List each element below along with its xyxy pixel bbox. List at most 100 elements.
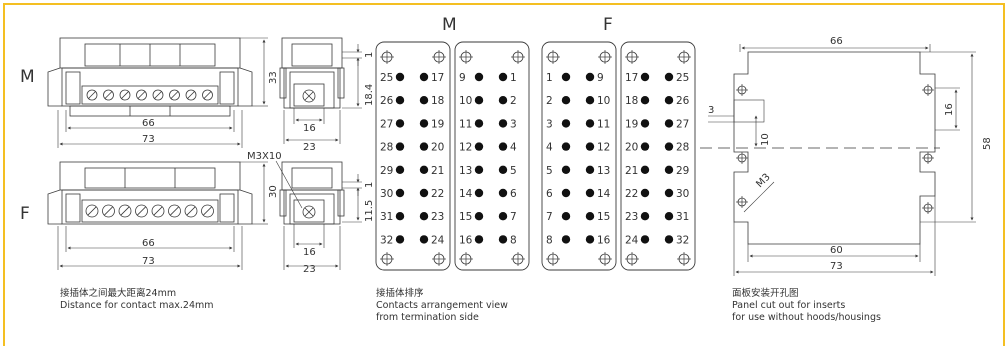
caption-contact-distance-cn: 接插体之间最大距离24mm xyxy=(60,288,177,299)
contact-number: 16 xyxy=(597,234,611,246)
contact-pin xyxy=(498,188,508,198)
panel-dim-16: 16 xyxy=(944,103,955,116)
contact-pin xyxy=(640,188,650,198)
screw-terminal-icon xyxy=(103,89,114,101)
contact-pin xyxy=(474,72,484,82)
screw-terminal-icon xyxy=(135,204,148,218)
contact-number: 5 xyxy=(546,165,553,177)
caption-panel-cutout-en2: for use without hoods/housings xyxy=(732,312,881,323)
contact-pin xyxy=(561,165,571,174)
dim-m-33: 33 xyxy=(268,71,279,84)
contact-number: 14 xyxy=(597,188,611,200)
contact-number: 32 xyxy=(380,234,393,246)
contact-pin xyxy=(664,188,674,198)
screw-terminal-icon xyxy=(118,204,132,218)
caption-contact-arrangement-en2: from termination side xyxy=(376,312,479,323)
contact-number: 14 xyxy=(459,188,473,200)
caption-panel-cutout: 面板安装开孔图 Panel cut out for inserts for us… xyxy=(732,288,881,324)
contact-pin xyxy=(561,188,571,198)
connector-f-screws xyxy=(85,204,214,218)
contact-number: 7 xyxy=(546,211,553,223)
contact-pin xyxy=(498,212,508,221)
contact-pin xyxy=(585,235,595,244)
contact-pin xyxy=(585,165,595,174)
contact-pin xyxy=(664,212,674,221)
contact-pin xyxy=(474,235,484,244)
screw-terminal-icon xyxy=(168,204,181,218)
contact-pin xyxy=(498,165,508,174)
screw-spec-label: M3X10 xyxy=(247,151,282,162)
panel-dim-60: 60 xyxy=(830,245,843,256)
panel-dim-3: 3 xyxy=(708,105,714,116)
contact-pin xyxy=(585,142,595,151)
contact-number: 10 xyxy=(459,95,472,107)
contact-pin xyxy=(395,96,405,105)
connector-m-screws xyxy=(86,89,213,101)
contact-number: 9 xyxy=(597,72,604,84)
panel-dims xyxy=(708,44,976,276)
contact-number: 32 xyxy=(676,234,689,246)
contact-pin xyxy=(640,142,650,151)
connector-f-front xyxy=(47,161,253,225)
contact-number: 20 xyxy=(431,142,444,154)
contact-pin xyxy=(664,142,674,151)
contact-number: 30 xyxy=(676,188,689,200)
screw-terminal-icon xyxy=(184,204,198,218)
contact-pin xyxy=(585,72,595,82)
contact-number: 29 xyxy=(380,165,393,177)
contact-number: 18 xyxy=(625,95,638,107)
contacts-title-f: F xyxy=(603,15,613,35)
contact-pin xyxy=(474,96,484,105)
screw-terminal-icon xyxy=(169,89,180,101)
contact-number: 18 xyxy=(431,95,444,107)
contact-pin xyxy=(498,72,508,82)
contact-pin xyxy=(395,72,405,82)
contact-pin xyxy=(640,96,650,105)
contact-pin xyxy=(664,96,674,105)
connector-f-label: F xyxy=(20,204,30,224)
contact-pin xyxy=(474,188,484,198)
contact-number: 17 xyxy=(431,72,444,84)
side-bottom-dim-11-5: 11.5 xyxy=(364,200,375,222)
side-view-top xyxy=(279,37,345,109)
contact-pin xyxy=(419,142,429,151)
contact-number: 2 xyxy=(546,95,553,107)
contact-pin xyxy=(664,165,674,174)
contact-pin xyxy=(395,165,405,174)
contact-number: 12 xyxy=(459,142,472,154)
caption-panel-cutout-en1: Panel cut out for inserts xyxy=(732,300,846,311)
contact-number: 22 xyxy=(625,188,638,200)
contact-pin xyxy=(419,72,429,82)
connector-m-label: M xyxy=(20,67,35,87)
contact-pin xyxy=(664,235,674,244)
contacts-title-m: M xyxy=(442,15,457,35)
contact-number: 24 xyxy=(625,234,639,246)
contact-pin xyxy=(585,212,595,221)
screw-terminal-icon xyxy=(102,204,115,218)
contact-pin xyxy=(419,188,429,198)
contact-pin xyxy=(419,212,429,221)
screw-terminal-icon xyxy=(119,89,131,101)
contact-pin xyxy=(395,188,405,198)
contact-number: 27 xyxy=(380,118,393,130)
contact-pin xyxy=(498,142,508,151)
contact-pin xyxy=(561,72,571,82)
contact-pin xyxy=(474,142,484,151)
caption-contact-arrangement-en1: Contacts arrangement view xyxy=(376,300,508,311)
contact-number: 15 xyxy=(459,211,472,223)
panel-dim-66: 66 xyxy=(830,36,843,47)
contact-pin xyxy=(395,142,405,151)
contact-number: 28 xyxy=(380,142,393,154)
connector-f-dims xyxy=(57,161,268,270)
contact-number: 31 xyxy=(676,211,689,223)
contact-number: 24 xyxy=(431,234,445,246)
side-top-dim-23: 23 xyxy=(303,142,316,153)
contact-number: 12 xyxy=(597,142,610,154)
panel-dim-58: 58 xyxy=(982,137,993,150)
contact-number: 23 xyxy=(625,211,638,223)
panel-cutout xyxy=(700,51,940,245)
contact-number: 26 xyxy=(380,95,394,107)
